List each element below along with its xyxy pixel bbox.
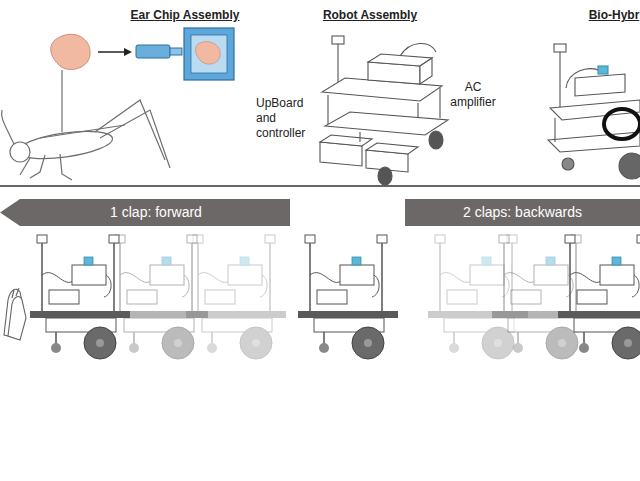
caster bbox=[562, 158, 574, 170]
finger bbox=[16, 288, 19, 296]
panel-heading: Robot Assembly bbox=[318, 8, 422, 23]
controller-top bbox=[366, 143, 418, 154]
amplifier-side bbox=[420, 58, 432, 84]
chip-barrel bbox=[136, 45, 170, 58]
leg bbox=[20, 158, 30, 175]
ear-chip bbox=[136, 28, 234, 80]
leg bbox=[30, 155, 45, 178]
ear-leader-line bbox=[62, 70, 63, 132]
leg bbox=[439, 88, 440, 118]
panel-divider bbox=[0, 185, 640, 187]
arrow-label: 1 clap: forward bbox=[110, 204, 202, 221]
grasshopper-head bbox=[10, 142, 30, 162]
robot-assembly bbox=[320, 36, 448, 185]
antenna bbox=[2, 110, 14, 144]
lower-shelf bbox=[325, 112, 448, 135]
wheel bbox=[378, 167, 392, 185]
wheel bbox=[429, 131, 443, 149]
hand bbox=[8, 297, 26, 340]
ear-tissue bbox=[196, 42, 221, 64]
arrow-fill bbox=[405, 199, 640, 226]
lower-shelf bbox=[548, 132, 640, 152]
robot-ghost bbox=[186, 235, 286, 359]
robot bbox=[30, 235, 130, 359]
arrow-label: 2 claps: backwards bbox=[463, 204, 582, 221]
wheel bbox=[619, 153, 640, 179]
bio-hybrid-robot bbox=[548, 44, 640, 179]
part-label: AC amplifier bbox=[442, 80, 504, 110]
arrow-head bbox=[124, 48, 132, 56]
amplifier-box bbox=[575, 74, 625, 96]
arrow-fill bbox=[0, 199, 290, 226]
leg bbox=[554, 118, 555, 142]
finger bbox=[12, 290, 14, 298]
leg bbox=[359, 132, 360, 142]
grasshopper-body bbox=[16, 126, 114, 163]
part-label: UpBoard and controller bbox=[256, 96, 314, 141]
ear-tissue bbox=[51, 34, 90, 69]
robot-ghost bbox=[108, 235, 208, 359]
chip-nozzle bbox=[170, 48, 182, 55]
upboard-top bbox=[320, 135, 372, 146]
post bbox=[559, 50, 560, 108]
leg bbox=[60, 154, 72, 180]
post-cap bbox=[554, 44, 566, 52]
process-arrow bbox=[98, 51, 124, 53]
clapping-hands bbox=[4, 288, 26, 340]
panel-heading: Bio-Hybr bbox=[584, 8, 640, 23]
robot bbox=[558, 235, 640, 359]
hind-leg bbox=[95, 100, 165, 160]
highlight-ring bbox=[604, 109, 640, 139]
robot bbox=[298, 235, 398, 359]
grasshopper bbox=[2, 100, 170, 180]
direction-arrow: 1 clap: forward bbox=[0, 199, 290, 226]
leg bbox=[327, 95, 328, 125]
direction-arrow: 2 claps: backwards bbox=[405, 199, 640, 226]
cable bbox=[566, 69, 598, 88]
ear-chip bbox=[598, 66, 608, 74]
post-cap bbox=[332, 36, 344, 44]
chip-frame bbox=[184, 28, 234, 80]
panel-heading: Ear Chip Assembly bbox=[125, 8, 245, 23]
cable bbox=[400, 43, 436, 56]
chip-window bbox=[191, 35, 227, 73]
hind-leg bbox=[100, 110, 170, 168]
